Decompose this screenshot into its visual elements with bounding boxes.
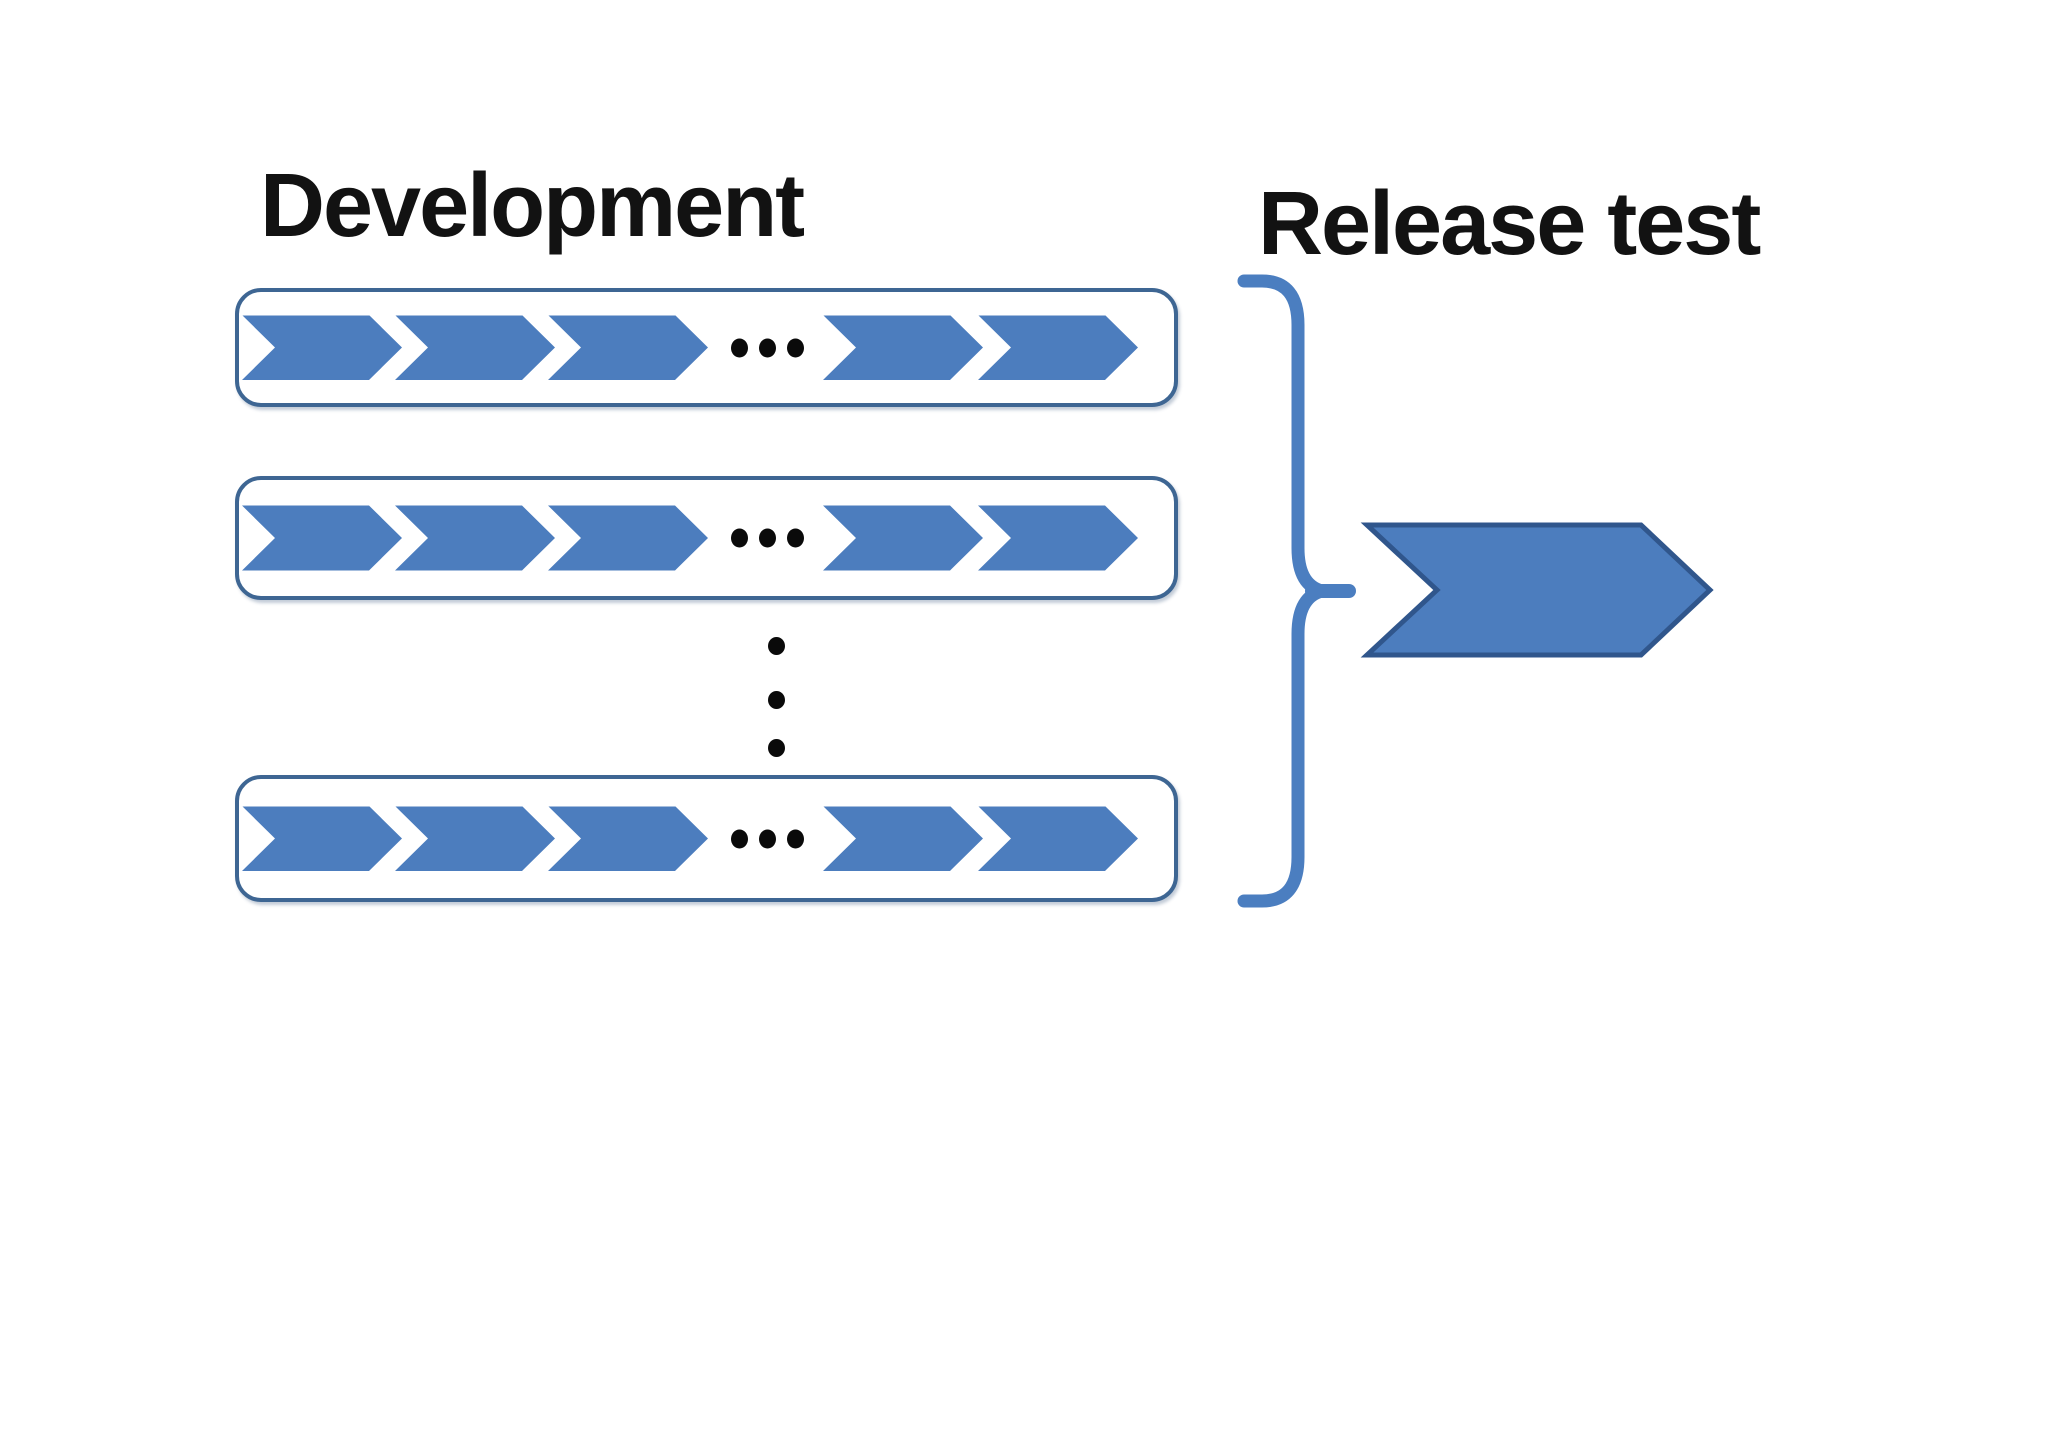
ellipsis-dot: [731, 338, 748, 357]
pipeline-lane: [235, 775, 1178, 902]
ellipsis-dot: [759, 338, 776, 357]
ellipsis-dot: [787, 829, 804, 848]
vertical-ellipsis-dot: [768, 739, 785, 757]
ellipsis-dot: [731, 829, 748, 848]
vertical-ellipsis-dot: [768, 637, 785, 655]
ellipsis-dot: [787, 528, 804, 548]
ellipsis-dot: [787, 338, 804, 357]
ellipsis-dot: [731, 528, 748, 548]
release-test-title: Release test: [1258, 174, 1761, 274]
release-arrow: [1360, 522, 1714, 658]
pipeline-lane: [235, 476, 1178, 600]
ellipsis-dot: [759, 528, 776, 548]
pipeline-lane: [235, 288, 1178, 407]
vertical-ellipsis-dot: [768, 691, 785, 709]
ellipsis-dot: [759, 829, 776, 848]
development-title: Development: [260, 156, 805, 256]
